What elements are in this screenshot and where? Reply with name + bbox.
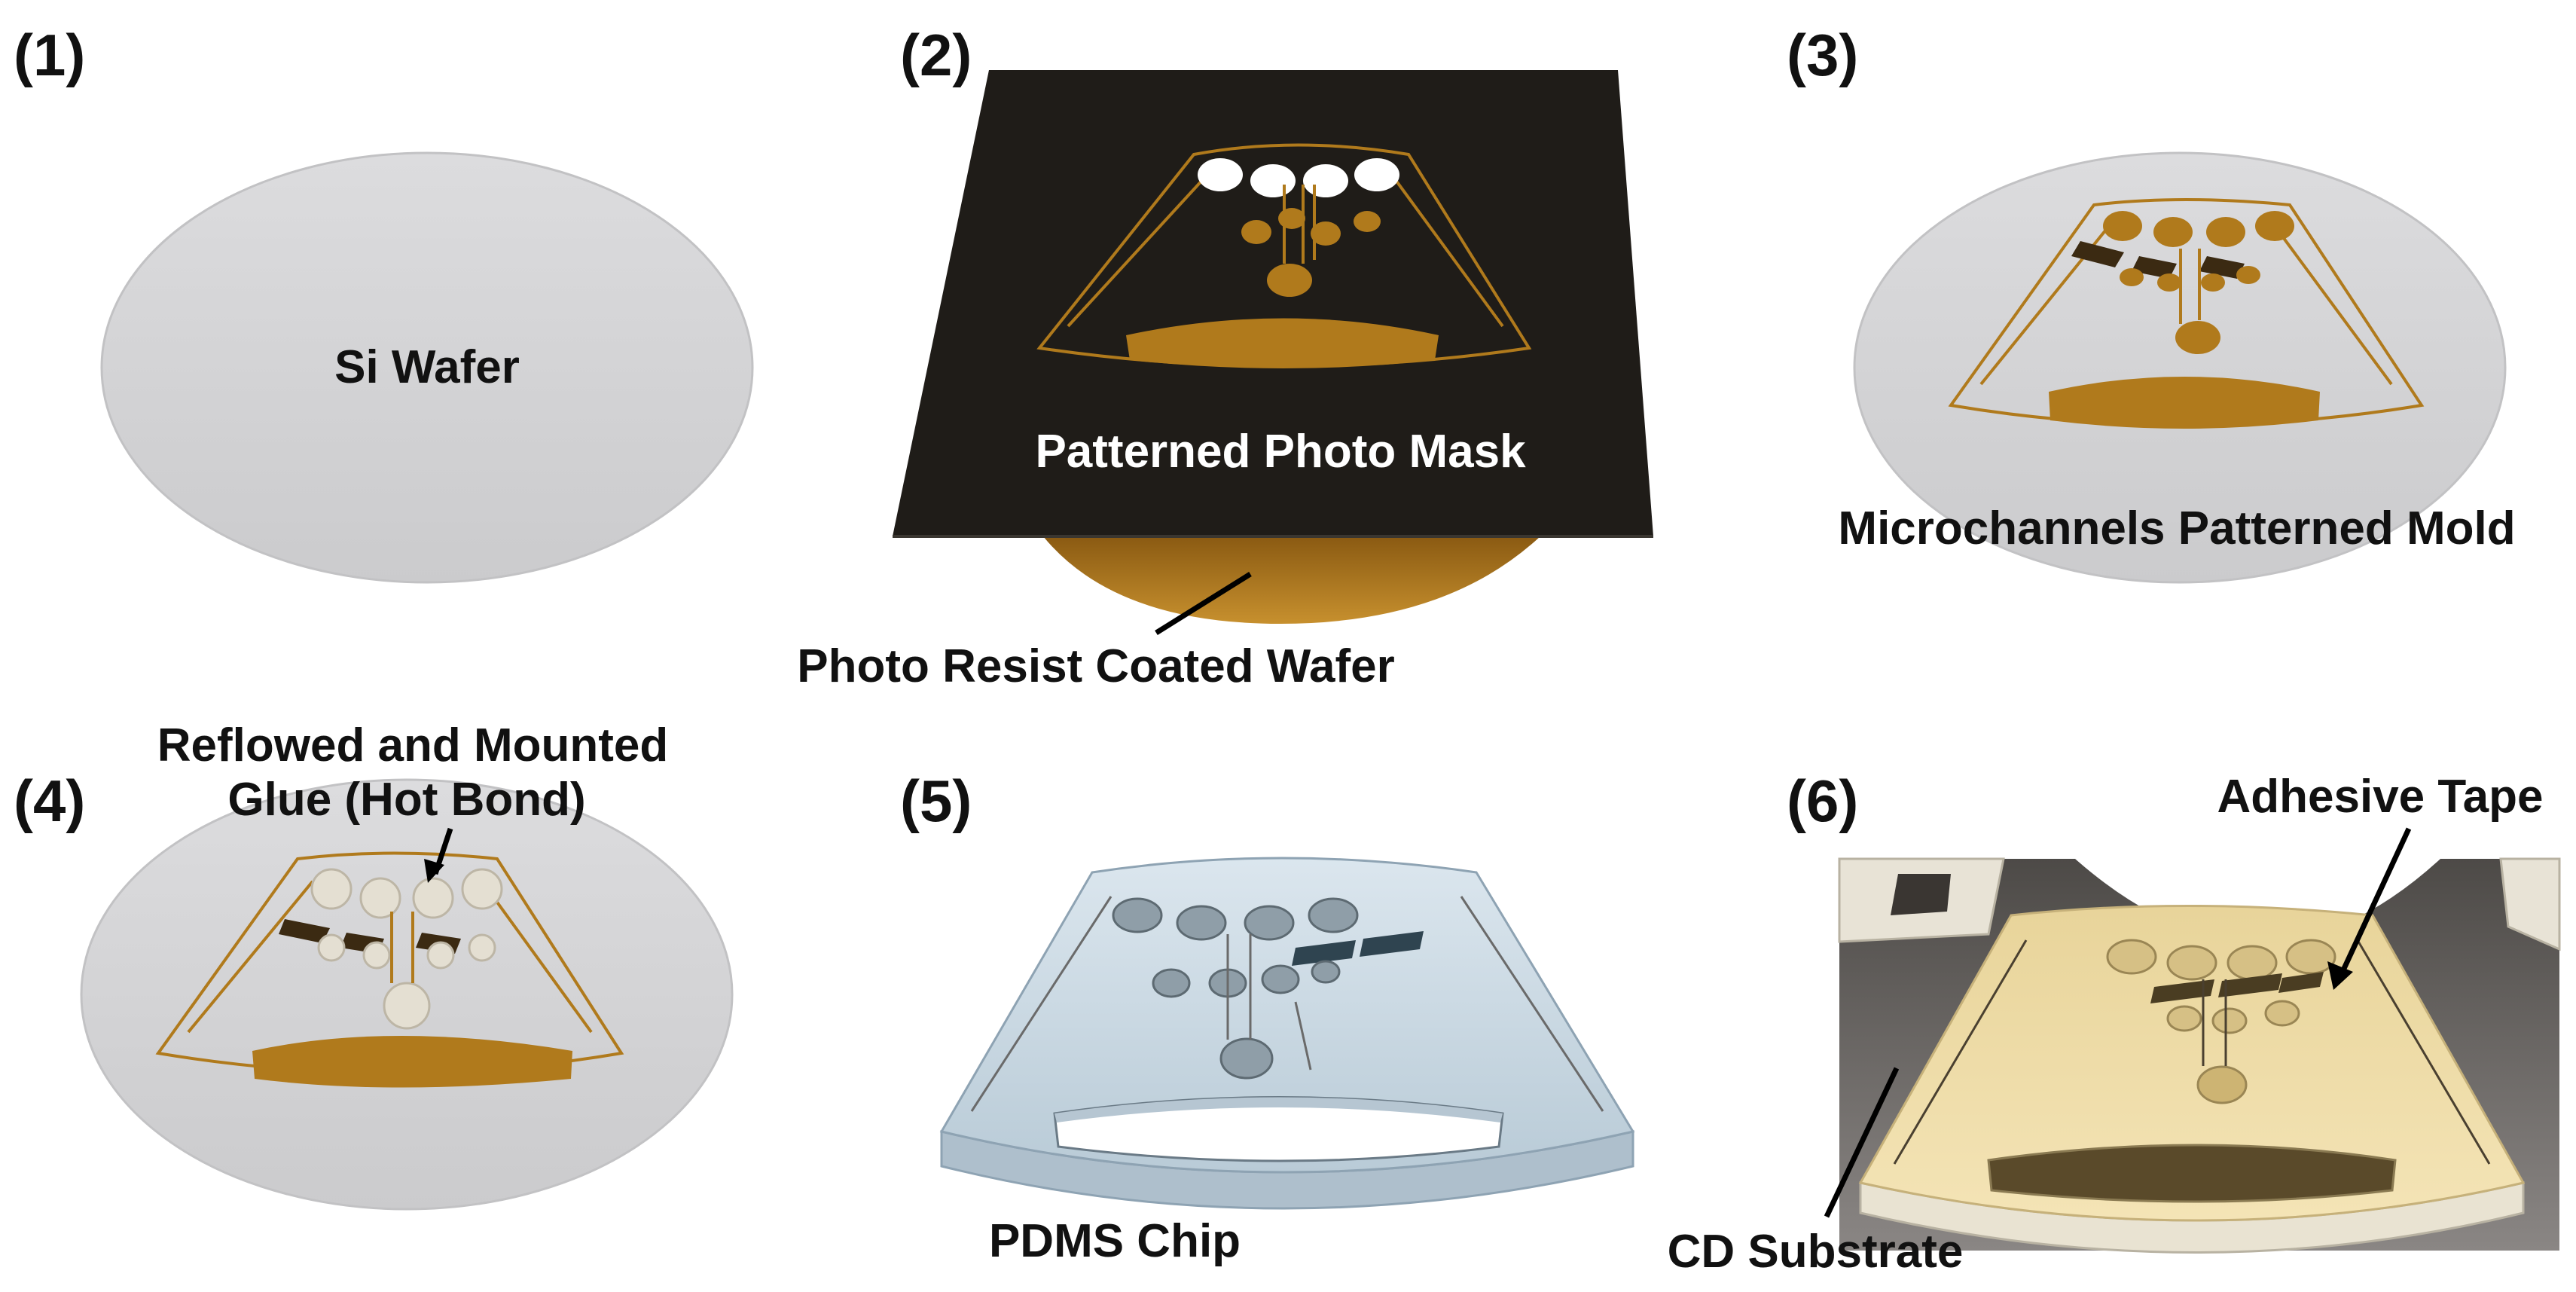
photo-resist-label: Photo Resist Coated Wafer: [797, 640, 1394, 692]
mold-wafer-disc: [1853, 151, 2507, 584]
panel-1: (1) Si Wafer: [14, 22, 754, 584]
si-wafer-label: Si Wafer: [334, 341, 520, 393]
adhesive-tape-layer: [1858, 905, 2526, 1222]
glue-label-line-1: Reflowed and Mounted: [157, 719, 669, 771]
glue-mounted-pattern: [155, 851, 624, 1088]
photo-mask-sheet: [893, 70, 1653, 536]
panel-2: (2) Patterned Photo Mask Photo Resist Co…: [797, 22, 1653, 692]
panel-3: (3) Microchannels Patterned Mold: [1787, 22, 2516, 584]
step-number-3: (3): [1787, 22, 1858, 88]
mask-pattern: Patterned Photo Mask: [1035, 143, 1532, 478]
photo-mask-label: Patterned Photo Mask: [1035, 426, 1526, 478]
pdms-chip-label: PDMS Chip: [989, 1215, 1241, 1267]
glue-label-line-2: Glue (Hot Bond): [227, 774, 585, 826]
si-wafer-disc: [100, 151, 754, 584]
step-number-6: (6): [1787, 768, 1858, 834]
adhesive-tape-label: Adhesive Tape: [2217, 771, 2543, 823]
photo-resist-callout-line: [1155, 572, 1252, 635]
glue-callout-arrowhead: [424, 859, 444, 883]
panel-6: (6) Adhesiv: [1668, 768, 2561, 1278]
pdms-chip: [939, 857, 1635, 1210]
step-number-5: (5): [900, 768, 972, 834]
cd-assembly: [1838, 857, 2561, 1254]
panel-4: (4) Reflowed and Mounted Glue (Hot Bond): [14, 719, 734, 1211]
step-number-2: (2): [900, 22, 972, 88]
cd-substrate-label: CD Substrate: [1668, 1226, 1964, 1278]
cd-substrate-callout-line: [1824, 1067, 1900, 1218]
photo-resist-wafer: [1043, 536, 1540, 624]
step-number-1: (1): [14, 22, 85, 88]
panel-5: (5) PDMS Chip: [900, 768, 1635, 1267]
mold-label: Microchannels Patterned Mold: [1838, 502, 2515, 554]
mold-channel-pattern: [1948, 198, 2425, 429]
adhesive-tape-arrowhead: [2327, 961, 2353, 990]
step-number-4: (4): [14, 768, 85, 834]
adhesive-tape-callout-line: [2339, 827, 2412, 973]
